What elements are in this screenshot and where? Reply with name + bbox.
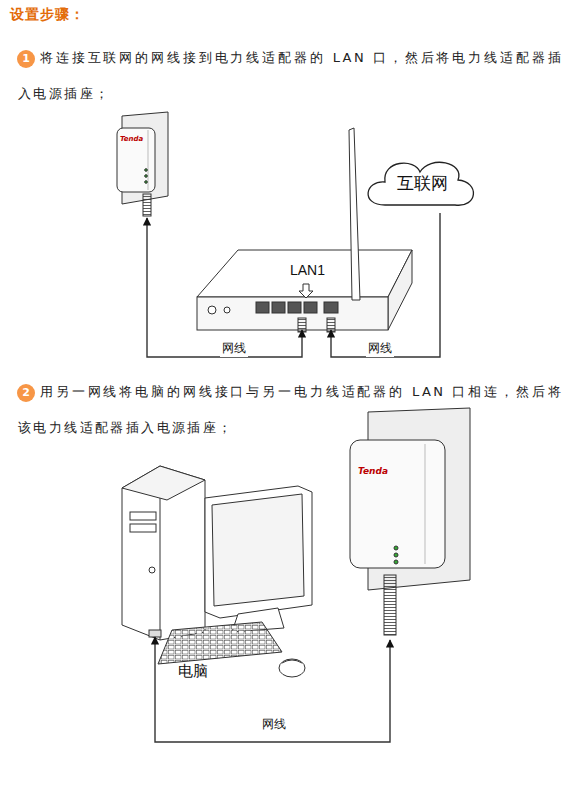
diagram-two [122, 408, 470, 677]
computer-tower [122, 466, 205, 640]
powerline-adapter: Tenda [350, 440, 445, 640]
internet-cloud [368, 162, 473, 205]
monitor [205, 486, 312, 618]
powerline-adapter [117, 128, 155, 192]
cable-plug [143, 194, 151, 216]
heading: 设置步骤： [10, 6, 85, 24]
cable-label: 网线 [366, 340, 394, 357]
powerline-adapter: Tenda [117, 128, 155, 218]
keyboard [158, 622, 282, 664]
step-number: 1 [17, 50, 35, 68]
step-text: 将连接互联网的网线接到电力线适配器的 LAN 口，然后将电力线适配器插入电源插座… [18, 40, 563, 112]
cable-label: 网线 [260, 716, 288, 733]
computer: 电脑 [120, 465, 210, 637]
network-cable [147, 218, 302, 357]
antenna [349, 128, 360, 300]
router: LAN1 [195, 248, 412, 330]
cable-plug [384, 575, 396, 635]
step-number: 2 [17, 384, 35, 402]
powerline-adapter [350, 440, 445, 568]
node-label: Tenda [358, 466, 388, 476]
node-label: Tenda [120, 135, 143, 143]
step-text: 用另一网线将电脑的网线接口与另一电力线适配器的 LAN 口相连，然后将该电力线适… [18, 374, 563, 446]
node-label: 1 [17, 50, 35, 68]
port-pointer [299, 284, 313, 298]
cable-label: 网线 [220, 340, 248, 357]
network-cable [331, 213, 440, 357]
node-label: 电脑 [178, 662, 208, 681]
node-label: LAN1 [287, 262, 328, 278]
mouse [279, 659, 305, 677]
network-cable [155, 637, 390, 742]
node-label: 互联网 [372, 172, 472, 195]
node-label: 2 [17, 384, 35, 402]
internet-cloud: 互联网 [372, 158, 472, 213]
router-body [197, 250, 412, 297]
diagram-one [117, 112, 473, 332]
